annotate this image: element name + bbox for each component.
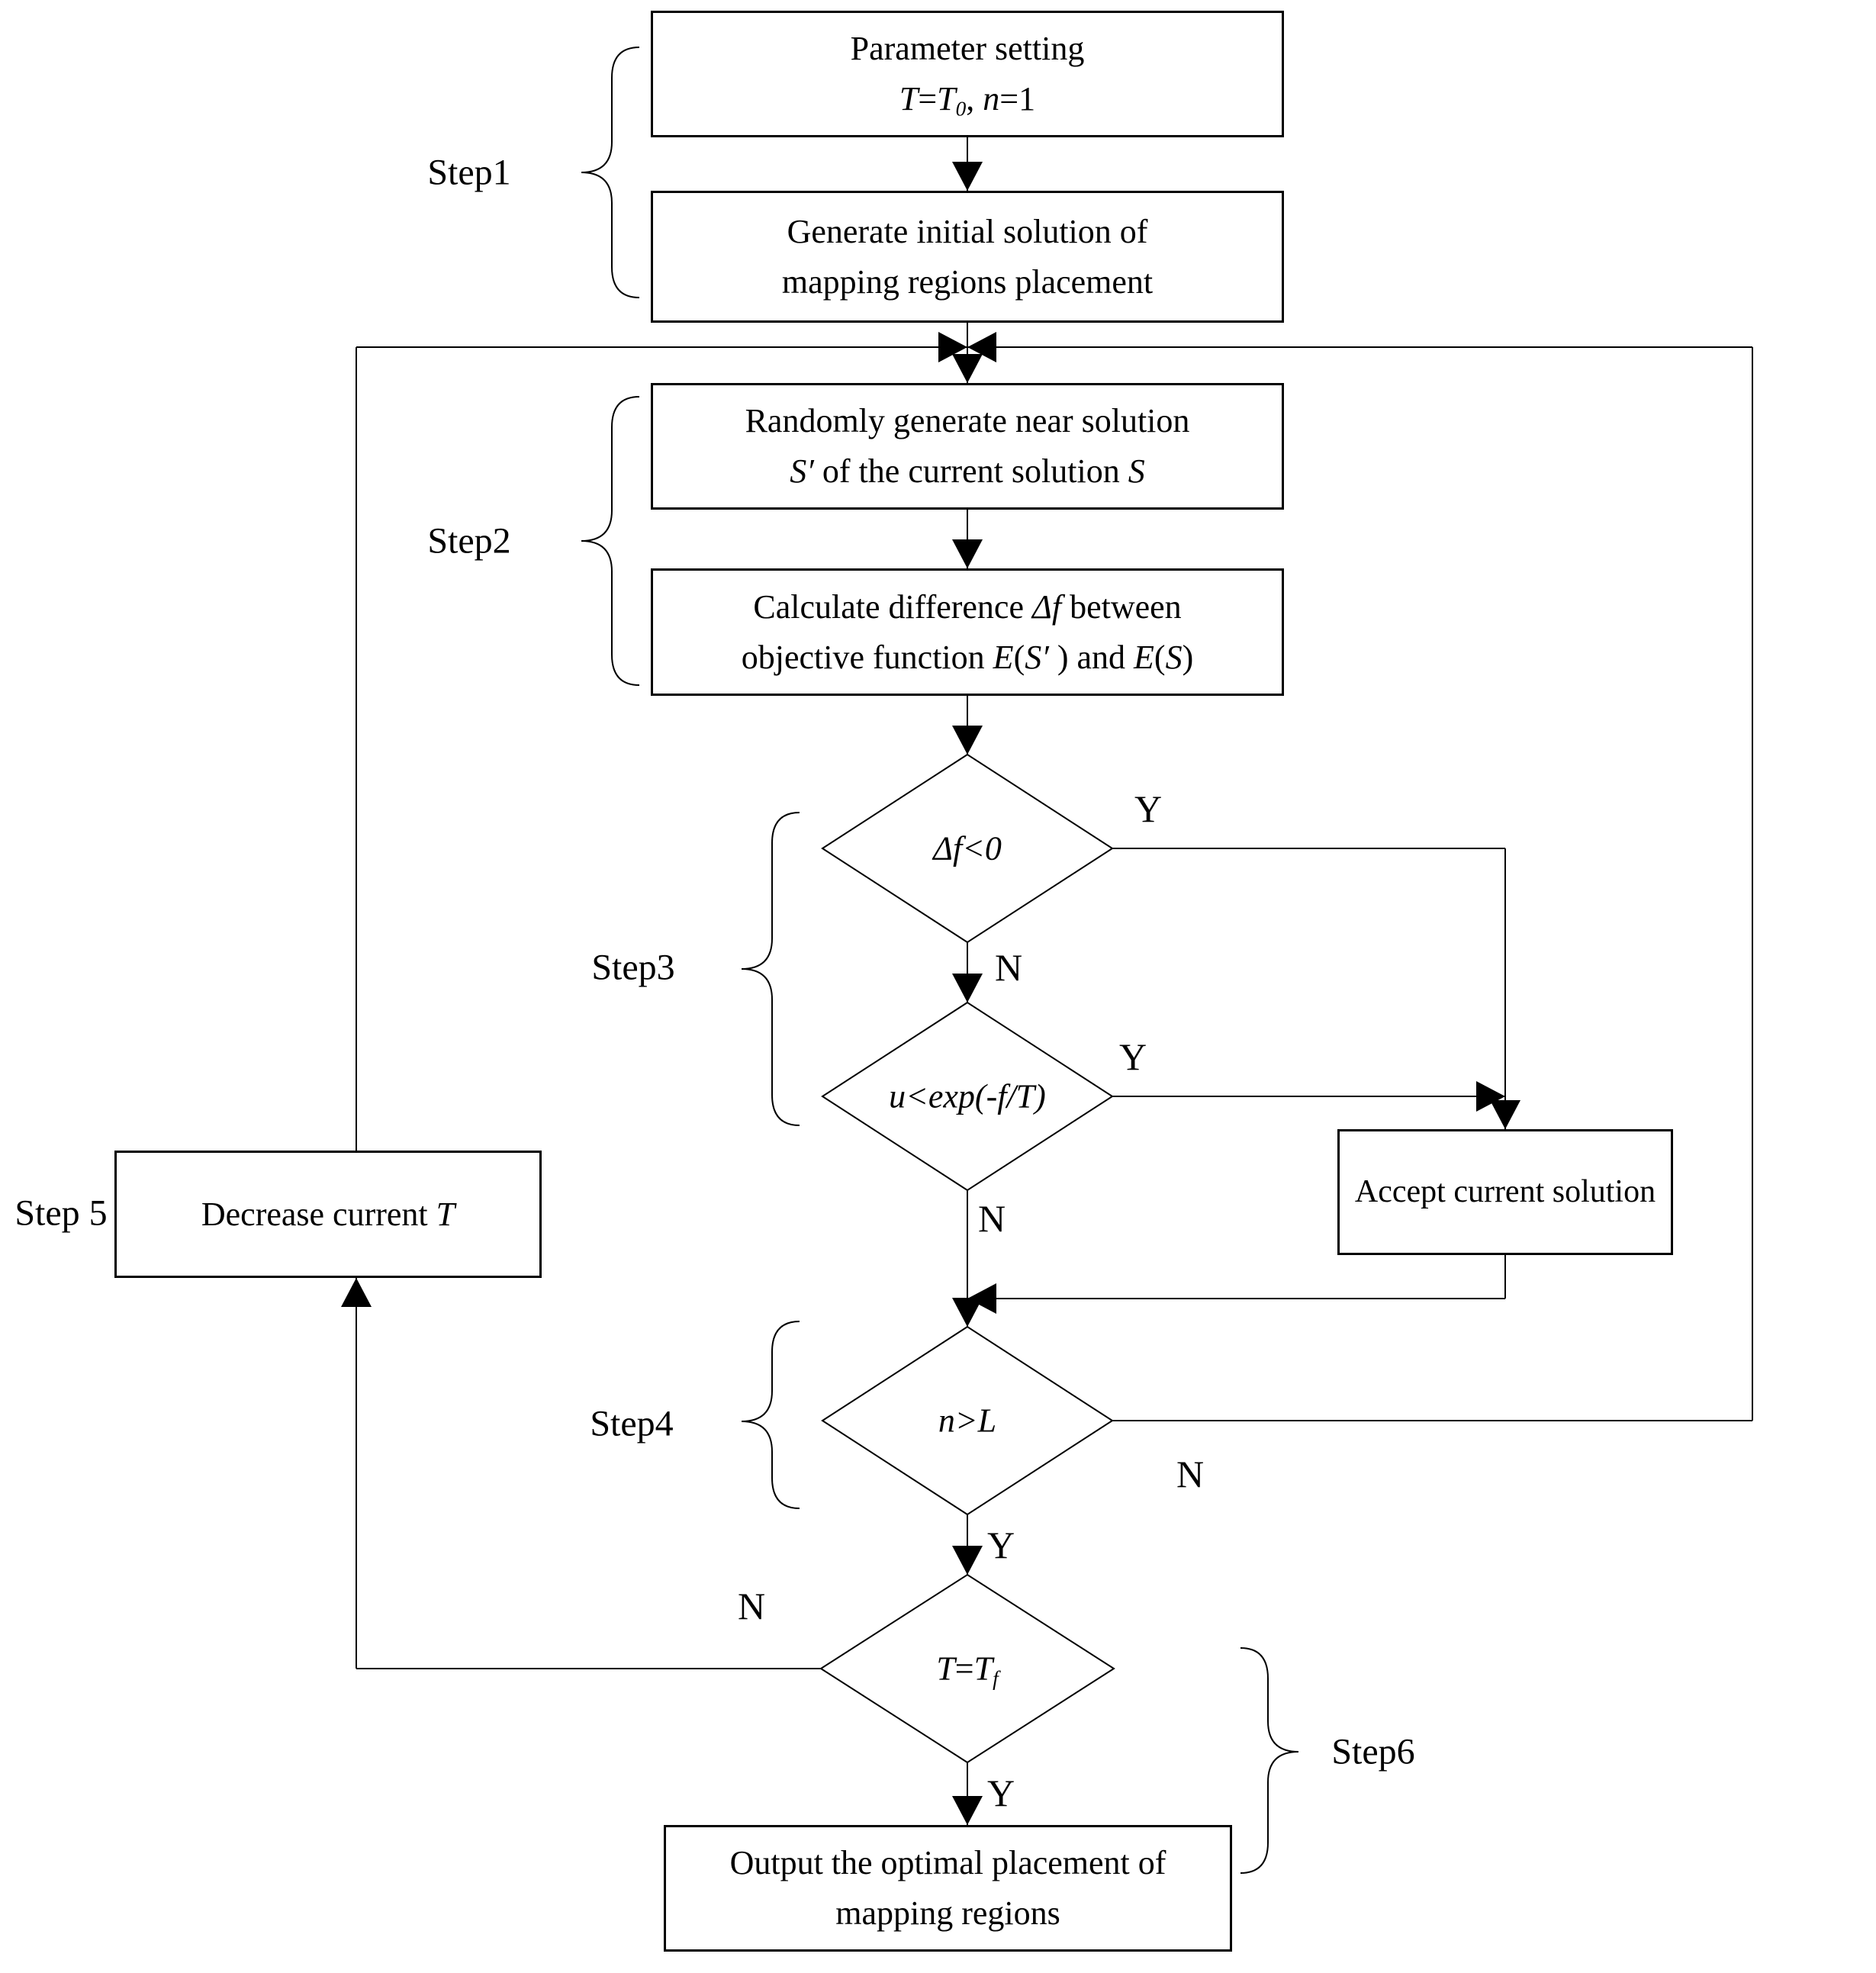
decision-delta-f-shape [821,753,1114,944]
process-line: T=T0, n=1 [899,80,1036,121]
process-line: objective function E(S′ ) and E(S) [741,638,1194,676]
process-line: Output the optimal placement of [729,1844,1166,1881]
process-calculate-difference: Calculate difference Δf between objectiv… [651,568,1284,696]
branch-label-exp-no: N [977,1197,1006,1240]
brace-left-step3-icon [741,812,800,1126]
step3-label: Step3 [591,947,675,988]
brace-right-step6-icon [1240,1647,1299,1874]
process-randomly-generate-near-solution: Randomly generate near solution S′ of th… [651,383,1284,510]
step2-label: Step2 [427,520,511,562]
process-line: Decrease current T [201,1195,455,1233]
arrowhead-down-icon [1490,1100,1520,1129]
process-line: Calculate difference Δf between [753,587,1182,626]
process-line: Randomly generate near solution [745,402,1190,439]
arrowhead-up-icon [341,1278,372,1307]
step5-label: Step 5 [14,1192,108,1234]
arrowhead-right-icon [1476,1081,1505,1112]
step4-label: Step4 [590,1403,674,1444]
process-line: Parameter setting [850,30,1085,67]
arrowhead-right-icon [938,332,967,362]
brace-left-step4-icon [741,1321,800,1509]
arrowhead-down-icon [952,1546,983,1575]
process-accept-current-solution: Accept current solution [1337,1129,1673,1255]
process-output-optimal-placement: Output the optimal placement of mapping … [664,1825,1232,1952]
brace-left-step2-icon [581,396,640,686]
decision-t-equals-tf-label: T=Tf [936,1650,999,1691]
process-generate-initial-solution: Generate initial solution of mapping reg… [651,191,1284,323]
branch-label-df-yes: Y [1134,787,1163,830]
arrowhead-down-icon [952,726,983,755]
arrowhead-down-icon [952,539,983,568]
arrowhead-down-icon [952,354,983,383]
branch-label-tf-no: N [737,1585,766,1627]
decision-exp-label: u<exp(-f/T) [889,1077,1046,1115]
decision-n-greater-l-shape [821,1325,1114,1516]
branch-label-tf-yes: Y [986,1772,1015,1814]
process-line: mapping regions placement [781,262,1154,301]
branch-label-nl-yes: Y [986,1524,1015,1566]
arrowhead-down-icon [952,162,983,191]
decision-n-greater-l-label: n>L [938,1402,997,1440]
decision-delta-f-label: Δf<0 [933,829,1002,867]
process-line: S′ of the current solution S [790,452,1145,490]
step6-label: Step6 [1331,1731,1415,1772]
arrowhead-down-icon [952,1796,983,1825]
branch-label-df-no: N [994,946,1023,989]
process-line: Generate initial solution of [787,212,1148,250]
arrowhead-down-icon [952,974,983,1003]
process-line: mapping regions [835,1894,1060,1932]
arrowhead-left-icon [967,332,996,362]
decision-t-equals-tf-shape [819,1573,1115,1764]
decision-exp-shape [821,1001,1114,1192]
process-parameter-setting: Parameter setting T=T0, n=1 [651,11,1284,137]
process-decrease-current-t: Decrease current T [114,1151,542,1278]
step1-label: Step1 [427,152,511,193]
brace-left-step1-icon [581,47,640,298]
arrowhead-down-icon [952,1298,983,1327]
process-line: Accept current solution [1354,1174,1656,1209]
branch-label-exp-yes: Y [1118,1035,1147,1078]
branch-label-nl-no: N [1176,1453,1205,1495]
